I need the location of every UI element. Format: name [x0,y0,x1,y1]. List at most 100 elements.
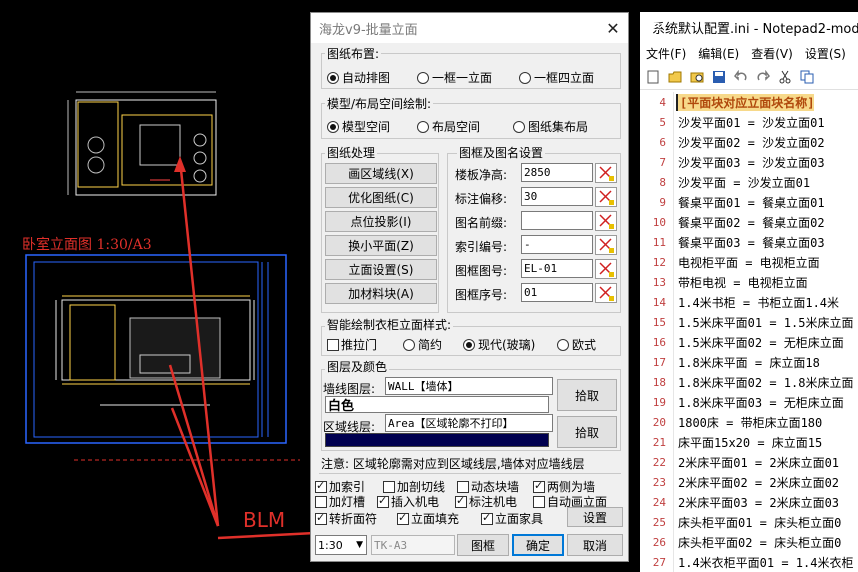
new-file-icon[interactable] [646,70,660,84]
wall-layer-input[interactable]: WALL【墙体】 [385,377,553,395]
radio-simple[interactable]: 简约 [403,336,442,353]
frame-seq-input[interactable]: 01 [521,283,593,302]
draw-region-button[interactable]: 画区域线(X) [325,163,437,184]
save-icon[interactable] [712,70,726,84]
line-number: 18 [652,375,666,389]
cancel-button[interactable]: 取消 [567,534,623,556]
add-material-button[interactable]: 加材料块(A) [325,283,437,304]
menu-edit[interactable]: 编辑(E) [698,46,740,61]
checkbox-elevation-fill[interactable]: 立面填充 [397,510,459,527]
pick-icon[interactable] [595,163,617,183]
menu-view[interactable]: 查看(V) [751,46,793,61]
paper-size-field[interactable]: TK-A3 [371,535,455,555]
checkbox-walls-both-sides[interactable]: 两侧为墙 [533,478,595,495]
notepad-title: 系统默认配置.ini - Notepad2-mod [652,21,858,37]
cut-icon[interactable] [778,70,792,84]
undo-icon[interactable] [734,69,748,84]
pick-icon[interactable] [595,187,617,207]
radio-european[interactable]: 欧式 [557,336,596,353]
region-color-field[interactable] [325,433,549,447]
menu-file[interactable]: 文件(F) [646,46,687,61]
radio-model-space[interactable]: 模型空间 [327,118,390,135]
checkbox-dim-mep[interactable]: 标注机电 [455,493,517,510]
point-projection-button[interactable]: 点位投影(I) [325,211,437,232]
line-number: 11 [652,235,666,249]
pick-icon[interactable] [595,259,617,279]
line-number: 17 [652,355,666,369]
redo-icon[interactable] [756,69,770,84]
radio-modern-glass[interactable]: 现代(玻璃) [463,336,535,353]
swap-small-plan-button[interactable]: 换小平面(Z) [325,235,437,256]
checkbox-add-section-line[interactable]: 加剖切线 [383,478,445,495]
optimize-drawing-button[interactable]: 优化图纸(C) [325,187,437,208]
scale-select[interactable]: 1:30▼ [315,535,367,555]
floor-height-input[interactable]: 2850 [521,163,593,182]
elevation-settings-button[interactable]: 立面设置(S) [325,259,437,280]
ok-button[interactable]: 确定 [512,534,564,556]
pick-region-layer-button[interactable]: 拾取 [557,416,617,448]
wall-color-field[interactable]: 白色 [325,396,549,414]
line-number: 4 [659,95,666,109]
checkbox-icon [315,511,327,525]
radio-sheetset-layout[interactable]: 图纸集布局 [513,118,588,135]
browse-icon[interactable] [690,70,704,84]
checkbox-add-index[interactable]: 加索引 [315,478,365,495]
checkbox-elevation-furniture[interactable]: 立面家具 [481,510,543,527]
pick-icon[interactable] [595,235,617,255]
radio-auto-layout[interactable]: 自动排图 [327,69,390,86]
dim-offset-input[interactable]: 30 [521,187,593,206]
pick-wall-layer-button[interactable]: 拾取 [557,379,617,411]
close-icon[interactable]: ✕ [606,18,620,38]
checkbox-insert-mep[interactable]: 插入机电 [377,493,439,510]
cad-canvas[interactable]: 卧室立面图 1:30/A3 BLM [0,0,568,572]
checkbox-add-light-slot[interactable]: 加灯槽 [315,493,365,510]
pick-icon[interactable] [595,283,617,303]
editor-line[interactable]: 4[平面块对应立面块名称] [640,92,858,112]
frame-button[interactable]: 图框 [457,534,509,556]
copy-icon[interactable] [800,70,814,84]
region-layer-input[interactable]: Area【区域轮廓不打印】 [385,414,553,432]
radio-one-frame-one[interactable]: 一框一立面 [417,69,492,86]
checkbox-sliding-door[interactable]: 推拉门 [327,336,377,353]
index-number-input[interactable]: - [521,235,593,254]
radio-layout-space[interactable]: 布局空间 [417,118,480,135]
line-text: 2米床平面02 = 2米床立面02 [678,475,840,490]
checkbox-turn-face-symbol[interactable]: 转折面符 [315,510,377,527]
pick-icon[interactable] [595,211,617,231]
line-text: 1.5米床平面01 = 1.5米床立面 [678,315,854,330]
line-text: 1.5米床平面02 = 无柜床立面 [678,335,844,350]
settings-button[interactable]: 设置 [567,507,623,527]
open-folder-icon[interactable] [668,70,682,84]
radio-one-frame-four[interactable]: 一框四立面 [519,69,594,86]
name-prefix-input[interactable] [521,211,593,230]
menu-settings[interactable]: 设置(S) [804,46,846,61]
checkbox-dynamic-block-wall[interactable]: 动态块墙 [457,478,519,495]
frame-drawing-no-input[interactable]: EL-01 [521,259,593,278]
line-number: 21 [652,435,666,449]
checkbox-auto-elevation[interactable]: 自动画立面 [533,493,607,510]
